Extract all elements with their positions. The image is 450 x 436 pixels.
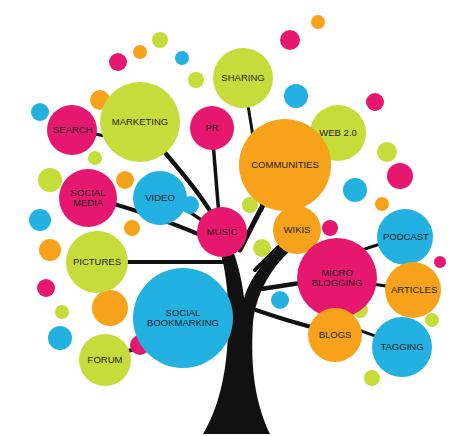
bubble-circle — [385, 262, 441, 318]
bubble-label: ARTICLES — [391, 285, 435, 295]
bubble-circle — [308, 308, 362, 362]
bubble-label: SEARCH — [53, 125, 91, 135]
bubble-label: BLOGS — [319, 330, 352, 340]
bubble-label: SHARING — [221, 73, 264, 83]
topic-bubble: TAGGING — [372, 317, 432, 377]
bubble-circle — [66, 231, 128, 293]
topic-bubble: SEARCH — [47, 105, 97, 155]
bubble-circle — [100, 82, 180, 162]
topic-bubble: PICTURES — [66, 231, 128, 293]
bubble-circle — [190, 106, 234, 150]
bubble-label: COMMUNITIES — [251, 160, 319, 170]
topic-bubble: MARKETING — [100, 82, 180, 162]
topic-bubble: SOCIAL MEDIA — [59, 169, 117, 227]
bubble-label: PICTURES — [73, 257, 121, 267]
bubble-label: PODCAST — [383, 232, 427, 242]
bubble-circle — [197, 207, 247, 257]
bubble-label: MARKETING — [112, 117, 168, 127]
bubble-circle — [133, 268, 233, 368]
bubble-label: MICRO BLOGGING — [303, 268, 371, 289]
bubble-label: SOCIAL BOOKMARKING — [139, 308, 227, 329]
topic-bubble: VIDEO — [133, 171, 187, 225]
topic-bubble: FORUM — [79, 334, 131, 386]
decor-dots — [29, 15, 446, 386]
bubble-label: WIKIS — [284, 225, 311, 235]
topic-bubble: PODCAST — [377, 209, 433, 265]
bubble-circle — [239, 119, 331, 211]
bubble-circle — [372, 317, 432, 377]
bubble-circle — [59, 169, 117, 227]
bubble-label: WEB 2.0 — [319, 128, 357, 138]
topic-bubble: SHARING — [213, 48, 273, 108]
topic-bubble: BLOGS — [308, 308, 362, 362]
bubble-circle — [213, 48, 273, 108]
topic-bubble: ARTICLES — [385, 262, 441, 318]
bubble-label: PR — [205, 123, 218, 133]
topic-bubble: MICRO BLOGGING — [297, 238, 377, 318]
topic-bubble: MUSIC — [197, 207, 247, 257]
bubble-circle — [79, 334, 131, 386]
topic-bubble: SOCIAL BOOKMARKING — [133, 268, 233, 368]
bubble-label: VIDEO — [145, 193, 175, 203]
bubble-label: SOCIAL MEDIA — [65, 188, 111, 209]
bubble-circle — [377, 209, 433, 265]
topic-bubble: COMMUNITIES — [239, 119, 331, 211]
topic-bubble: PR — [190, 106, 234, 150]
bubble-label: FORUM — [88, 355, 123, 365]
bubble-label: TAGGING — [380, 342, 423, 352]
bubble-circle — [133, 171, 187, 225]
bubble-circle — [297, 238, 377, 318]
bubble-label: MUSIC — [207, 227, 238, 237]
bubble-circle — [47, 105, 97, 155]
